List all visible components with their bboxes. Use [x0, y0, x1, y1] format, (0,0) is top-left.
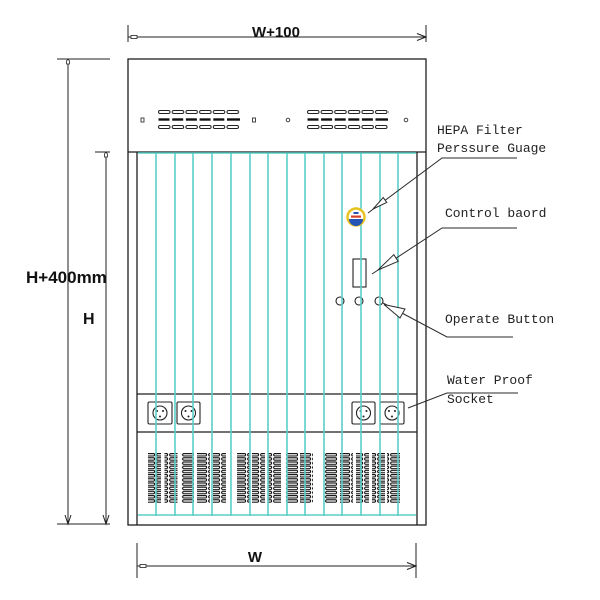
dimension-arrow-up-icon	[66, 58, 70, 65]
dimension-arrow-right-icon	[416, 33, 428, 41]
total-height-label: H+400mm	[26, 268, 107, 287]
top-width-dimension: W+100	[127, 24, 428, 42]
total-height-dimension: H+400mm	[26, 58, 110, 526]
fastener-icon	[403, 117, 409, 123]
socket-icon	[147, 401, 173, 425]
fastener-icon	[140, 117, 145, 123]
top-width-label: W+100	[252, 24, 300, 41]
dimension-arrow-right-icon	[406, 562, 418, 570]
socket-icon	[351, 401, 376, 425]
body-height-label: H	[83, 311, 95, 328]
body-height-dimension: H	[83, 151, 110, 526]
dimension-arrow-left-icon	[130, 35, 138, 39]
callout-label: Control baord	[445, 206, 546, 221]
top-vent-left	[158, 110, 240, 129]
callout-label: Operate Button	[445, 312, 554, 327]
bottom-vent-group-left	[148, 453, 226, 503]
callout-water-proof-socket: Water Proof Socket	[407, 373, 533, 409]
top-panel	[140, 110, 409, 129]
arrow-icon	[372, 196, 388, 210]
callout-operate-button: Operate Button	[382, 302, 554, 338]
outer-frame	[127, 58, 427, 526]
bottom-width-label: W	[248, 549, 263, 566]
dimension-arrow-down-icon	[64, 514, 72, 526]
leader-line	[371, 227, 517, 275]
glass-panel-lines	[138, 152, 416, 516]
dimension-arrow-left-icon	[139, 564, 147, 568]
arrow-icon	[377, 253, 399, 271]
cabinet-frame	[127, 58, 427, 526]
bottom-vent-grille	[148, 453, 400, 503]
leader-line	[382, 302, 513, 338]
arrow-icon	[383, 304, 406, 319]
top-vent-right	[307, 110, 389, 129]
leader-line	[367, 157, 517, 214]
callout-control-board: Control baord	[371, 206, 546, 275]
socket-icon	[379, 401, 405, 425]
bottom-vent-group-right	[324, 453, 400, 503]
socket-icon	[176, 401, 201, 425]
callout-label: Socket	[447, 392, 494, 407]
operate-button-icon	[374, 296, 384, 306]
bottom-vent-group-center	[237, 453, 313, 503]
callout-label: Water Proof	[447, 373, 533, 388]
callout-label: Perssure Guage	[437, 141, 546, 156]
pressure-gauge-icon	[346, 207, 366, 227]
socket-panel	[137, 393, 417, 433]
callout-label: HEPA Filter	[437, 123, 523, 138]
bottom-width-dimension: W	[136, 543, 418, 578]
callout-hepa-gauge: HEPA Filter Perssure Guage	[367, 123, 546, 214]
fastener-icon	[252, 117, 256, 123]
dimension-arrow-down-icon	[102, 514, 110, 526]
dimension-arrow-up-icon	[104, 151, 108, 158]
control-board	[352, 258, 367, 288]
fastener-icon	[285, 117, 291, 123]
leader-line	[407, 392, 518, 409]
